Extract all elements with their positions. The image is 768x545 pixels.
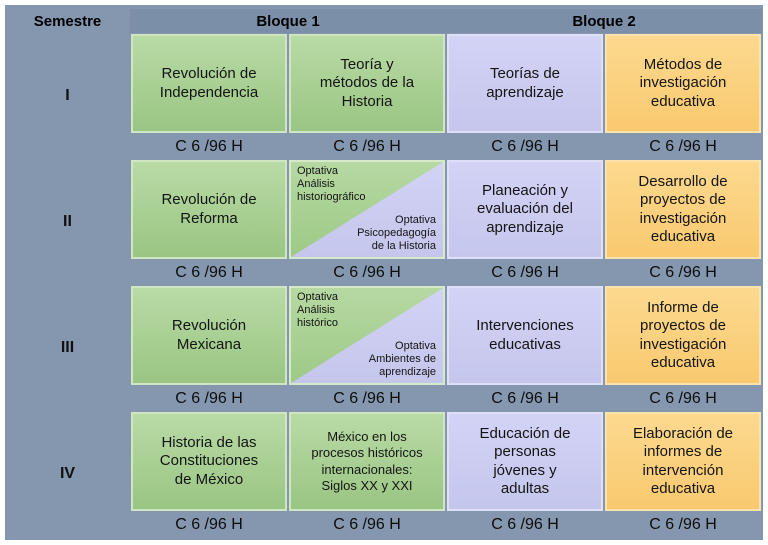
credit-label: C 6 /96 H: [491, 137, 559, 155]
bloque-header-band: Bloque 1 Bloque 2: [130, 9, 762, 33]
course-cell: Historia de las Constituciones de México: [131, 412, 287, 511]
credit-label: C 6 /96 H: [491, 515, 559, 533]
credit-label: C 6 /96 H: [649, 389, 717, 407]
course-cell: Métodos de investigación educativa: [605, 34, 761, 133]
course-cell: Revolución Mexicana: [131, 286, 287, 385]
course-cell: Revolución de Reforma: [131, 160, 287, 259]
credit-label: C 6 /96 H: [175, 137, 243, 155]
credit-label: C 6 /96 H: [649, 263, 717, 281]
credit-label: C 6 /96 H: [333, 515, 401, 533]
credit-label: C 6 /96 H: [649, 515, 717, 533]
bloque1-header: Bloque 1: [256, 12, 320, 30]
credit-label: C 6 /96 H: [491, 263, 559, 281]
course-cell: Revolución de Independencia: [131, 34, 287, 133]
optativa-top-label: Optativa Análisis historiográfico: [297, 165, 366, 203]
bloque2-header: Bloque 2: [572, 12, 636, 30]
credit-label: C 6 /96 H: [175, 515, 243, 533]
split-course-cell: Optativa Análisis histórico Optativa Amb…: [289, 286, 445, 385]
course-cell: Teoría y métodos de la Historia: [289, 34, 445, 133]
optativa-top-label: Optativa Análisis histórico: [297, 291, 338, 329]
course-cell: Intervenciones educativas: [447, 286, 603, 385]
course-cell: Educación de personas jóvenes y adultas: [447, 412, 603, 511]
course-cell: Planeación y evaluación del aprendizaje: [447, 160, 603, 259]
optativa-bottom-label: Optativa Ambientes de aprendizaje: [368, 340, 436, 379]
semester-iii-label: III: [60, 339, 75, 356]
split-course-cell: Optativa Análisis historiográfico Optati…: [289, 160, 445, 259]
semester-iv-label: IV: [59, 465, 76, 482]
semestre-column-header: Semestre: [33, 13, 102, 30]
course-cell: Desarrollo de proyectos de investigación…: [605, 160, 761, 259]
credit-label: C 6 /96 H: [175, 389, 243, 407]
course-cell: Teorías de aprendizaje: [447, 34, 603, 133]
course-cell: México en los procesos históricos intern…: [289, 412, 445, 511]
credit-label: C 6 /96 H: [333, 137, 401, 155]
credit-label: C 6 /96 H: [333, 263, 401, 281]
semester-i-label: I: [65, 87, 70, 104]
credit-label: C 6 /96 H: [649, 137, 717, 155]
curriculum-grid: Semestre Bloque 1 Bloque 2 I Revolución …: [5, 5, 763, 540]
credit-label: C 6 /96 H: [333, 389, 401, 407]
optativa-bottom-label: Optativa Psicopedagogía de la Historia: [357, 214, 436, 253]
course-cell: Informe de proyectos de investigación ed…: [605, 286, 761, 385]
semester-ii-label: II: [63, 213, 72, 230]
course-cell: Elaboración de informes de intervención …: [605, 412, 761, 511]
credit-label: C 6 /96 H: [491, 389, 559, 407]
credit-label: C 6 /96 H: [175, 263, 243, 281]
